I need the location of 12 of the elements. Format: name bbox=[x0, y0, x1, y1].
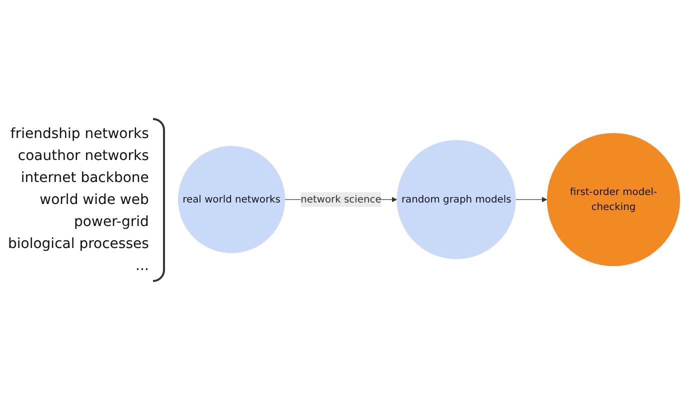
list-item-text: power-grid bbox=[74, 213, 149, 232]
node-circle: real world networks bbox=[178, 146, 285, 254]
list-item-text: friendship networks bbox=[10, 125, 149, 144]
node-circle: random graph models bbox=[396, 140, 516, 260]
list-item-text: world wide web bbox=[40, 191, 149, 210]
list-item-text: biological processes bbox=[8, 235, 149, 254]
edge-label: network science bbox=[300, 194, 382, 206]
list-item-text: coauthor networks bbox=[18, 147, 149, 166]
list-item-text: internet backbone bbox=[20, 169, 149, 188]
arrow bbox=[516, 197, 548, 203]
node-circle: first-order model-checking bbox=[546, 133, 680, 267]
list-item-text: ... bbox=[136, 257, 149, 276]
